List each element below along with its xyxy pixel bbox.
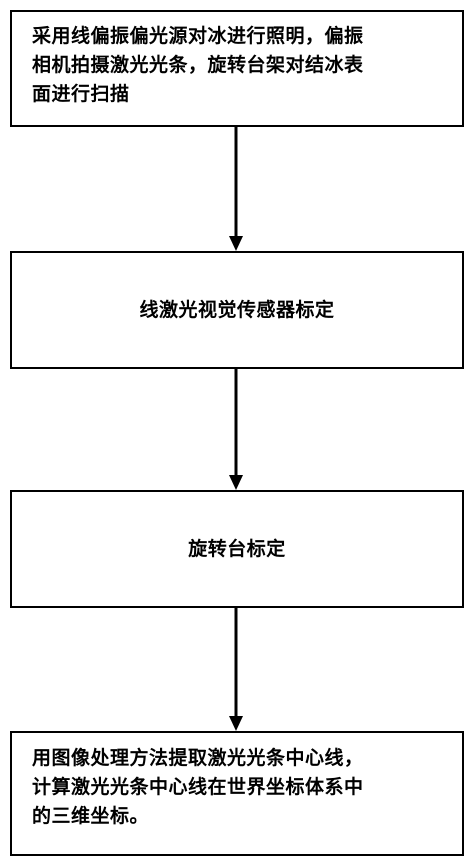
step-4-box: 用图像处理方法提取激光光条中心线， 计算激光光条中心线在世界坐标体系中 的三维坐…	[10, 731, 464, 856]
step-1-box: 采用线偏振偏光源对冰进行照明，偏振 相机拍摄激光光条，旋转台架对结冰表 面进行扫…	[10, 10, 464, 127]
step-4-line-2: 计算激光光条中心线在世界坐标体系中	[32, 776, 364, 798]
arrow-step-3-to-4	[229, 608, 243, 731]
step-1-line-2: 相机拍摄激光光条，旋转台架对结冰表	[32, 54, 364, 76]
step-4-line-3: 的三维坐标。	[32, 805, 150, 827]
step-2-box: 线激光视觉传感器标定	[10, 251, 464, 369]
step-4-line-1: 用图像处理方法提取激光光条中心线，	[32, 747, 364, 769]
step-3-box: 旋转台标定	[10, 490, 464, 608]
step-1-line-3: 面进行扫描	[32, 83, 130, 105]
arrow-step-2-to-3	[229, 369, 243, 490]
step-1-line-1: 采用线偏振偏光源对冰进行照明，偏振	[32, 25, 364, 47]
step-2-label: 线激光视觉传感器标定	[139, 298, 335, 321]
step-3-label: 旋转台标定	[188, 537, 286, 560]
arrow-step-1-to-2	[229, 127, 243, 251]
